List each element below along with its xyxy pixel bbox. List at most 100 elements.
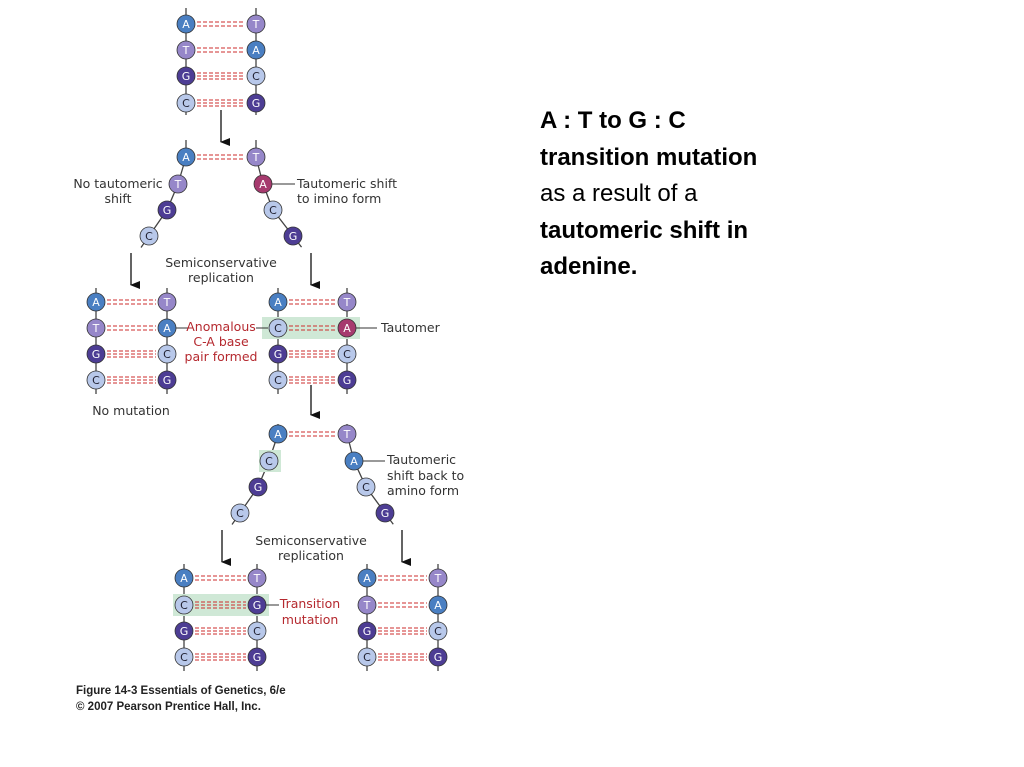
svg-text:C: C — [269, 204, 277, 217]
base-t: T — [246, 14, 266, 34]
label-no-tautomeric-shift: No tautomeric — [73, 176, 162, 191]
base-a: A — [246, 40, 266, 60]
svg-text:A: A — [259, 178, 267, 191]
svg-text:A: A — [252, 44, 260, 57]
svg-text:T: T — [252, 18, 260, 31]
svg-text:G: G — [274, 348, 283, 361]
svg-text:G: G — [381, 507, 390, 520]
label-anomalous-pair: Anomalous — [186, 319, 256, 334]
base-g: G — [375, 503, 395, 523]
label-no-tautomeric-shift-2: shift — [105, 191, 132, 206]
caption-figure: Figure 14-3 Essentials of Genetics, 6/e — [76, 685, 286, 697]
base-c: C — [86, 370, 106, 390]
highlight — [262, 317, 360, 339]
slide-line-3: as a result of a — [540, 180, 698, 207]
svg-text:G: G — [253, 599, 262, 612]
svg-text:C: C — [363, 651, 371, 664]
hydrogen-bond — [197, 72, 245, 80]
label-semiconservative-2: Semiconservative — [255, 533, 367, 548]
svg-text:C: C — [434, 625, 442, 638]
base-a-tautomer: A — [253, 174, 273, 194]
svg-text:A: A — [434, 599, 442, 612]
base-c: C — [157, 344, 177, 364]
hydrogen-bond — [197, 47, 245, 53]
base-c: C — [259, 451, 279, 471]
base-c: C — [174, 595, 194, 615]
svg-text:G: G — [434, 651, 443, 664]
svg-text:G: G — [363, 625, 372, 638]
base-g: G — [176, 66, 196, 86]
hydrogen-bond — [107, 325, 156, 331]
hydrogen-bond — [289, 299, 336, 305]
base-g: G — [157, 200, 177, 220]
base-g: G — [246, 93, 266, 113]
hydrogen-bonds — [107, 21, 427, 661]
base-t: T — [247, 568, 267, 588]
slide-line-5: adenine. — [540, 253, 638, 280]
svg-text:C: C — [236, 507, 244, 520]
replication-arrows — [130, 110, 411, 566]
base-t: T — [337, 292, 357, 312]
figure-caption: Figure 14-3 Essentials of Genetics, 6/e … — [76, 685, 286, 713]
base-c: C — [247, 621, 267, 641]
base-a: A — [357, 568, 377, 588]
svg-text:A: A — [274, 296, 282, 309]
svg-text:G: G — [163, 204, 172, 217]
label-tautomer: Tautomer — [380, 320, 441, 335]
slide-description: A : T to G : C transition mutation as a … — [540, 103, 840, 286]
svg-text:C: C — [145, 230, 153, 243]
svg-text:G: G — [252, 97, 261, 110]
base-g: G — [428, 647, 448, 667]
base-t: T — [157, 292, 177, 312]
svg-text:G: G — [253, 651, 262, 664]
label-semiconservative-1: Semiconservative — [165, 255, 277, 270]
base-c: C — [263, 200, 283, 220]
sugar-phosphate-backbones — [95, 8, 439, 671]
hydrogen-bond — [195, 575, 246, 581]
hydrogen-bond — [107, 376, 156, 384]
hydrogen-bond — [289, 325, 336, 331]
svg-text:G: G — [163, 374, 172, 387]
base-t: T — [246, 147, 266, 167]
caption-copyright: © 2007 Pearson Prentice Hall, Inc. — [76, 701, 261, 713]
diagram-labels: No tautomeric shift Tautomeric shift to … — [73, 176, 464, 627]
svg-text:A: A — [180, 572, 188, 585]
base-t: T — [357, 595, 377, 615]
svg-text:A: A — [182, 151, 190, 164]
hydrogen-bond — [378, 627, 427, 635]
svg-text:C: C — [163, 348, 171, 361]
hydrogen-bond — [107, 299, 156, 305]
svg-text:T: T — [182, 44, 190, 57]
base-a-tautomer: A — [337, 318, 357, 338]
base-g: G — [174, 621, 194, 641]
base-g: G — [247, 595, 267, 615]
base-c: C — [268, 370, 288, 390]
label-shift-back-2: shift back to — [387, 468, 464, 483]
svg-text:C: C — [252, 70, 260, 83]
label-shift-back: Tautomeric — [386, 452, 456, 467]
label-replication-2: replication — [278, 548, 344, 563]
svg-text:G: G — [254, 481, 263, 494]
svg-text:T: T — [252, 151, 260, 164]
base-a: A — [428, 595, 448, 615]
base-a: A — [176, 147, 196, 167]
hydrogen-bond — [195, 653, 246, 661]
slide-line-2: transition mutation — [540, 143, 758, 171]
base-c: C — [246, 66, 266, 86]
base-a: A — [174, 568, 194, 588]
hydrogen-bond — [197, 154, 245, 160]
svg-text:C: C — [274, 374, 282, 387]
hydrogen-bond — [195, 601, 246, 609]
svg-text:C: C — [180, 599, 188, 612]
hydrogen-bond — [378, 653, 427, 661]
base-a: A — [86, 292, 106, 312]
svg-text:G: G — [289, 230, 298, 243]
base-g: G — [247, 647, 267, 667]
svg-text:T: T — [174, 178, 182, 191]
hydrogen-bond — [378, 602, 427, 608]
svg-text:T: T — [163, 296, 171, 309]
svg-text:T: T — [434, 572, 442, 585]
svg-text:A: A — [343, 322, 351, 335]
svg-text:T: T — [253, 572, 261, 585]
